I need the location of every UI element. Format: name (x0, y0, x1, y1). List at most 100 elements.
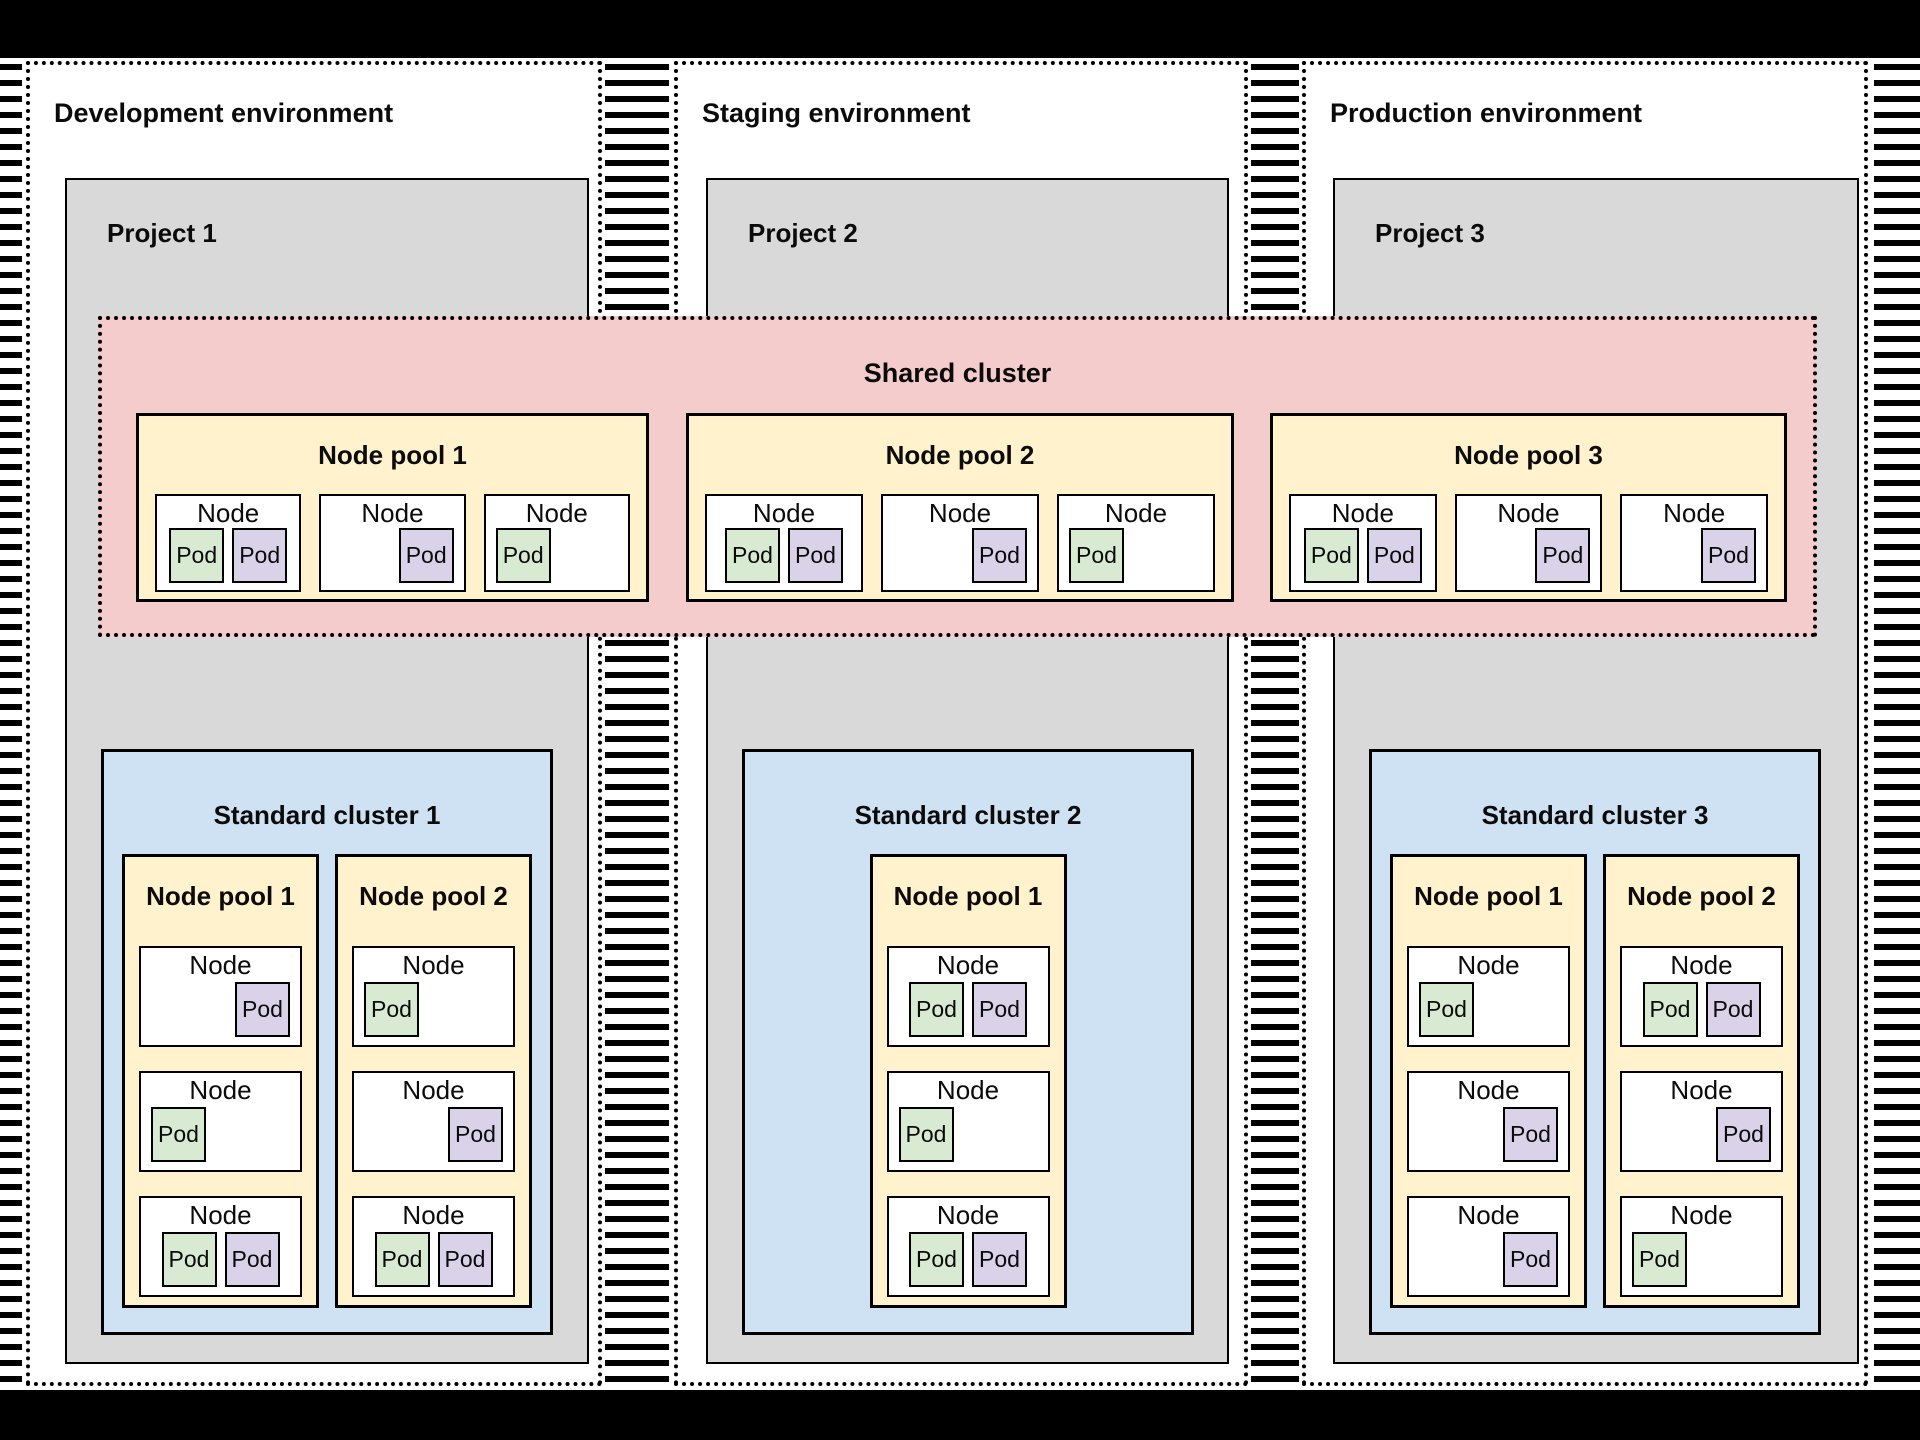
node-pool-title: Node pool 1 (318, 440, 467, 470)
environment-title: Production environment (1330, 98, 1643, 128)
pod-box-green: Pod (1303, 528, 1359, 583)
pod-box-purple: Pod (788, 528, 843, 583)
pod-box-purple: Pod (1701, 528, 1757, 583)
node-label: Node (525, 498, 588, 528)
pods-row: Pod (151, 982, 290, 1037)
pod-box-green: Pod (1069, 528, 1124, 583)
pod-box-purple: Pod (1535, 528, 1591, 583)
node-pool-title: Node pool 2 (885, 440, 1035, 470)
pods-row: Pod (1467, 528, 1591, 583)
pod-box-purple: Pod (1705, 982, 1761, 1037)
project-title: Project 3 (1375, 218, 1485, 248)
pod-box-green: Pod (1632, 1232, 1687, 1287)
node-label: Node (1663, 498, 1726, 528)
pod-box-purple: Pod (398, 528, 454, 583)
node-pool-title: Node pool 3 (1454, 440, 1603, 470)
pod-box-purple: Pod (1366, 528, 1422, 583)
pod-box-purple: Pod (972, 1232, 1027, 1287)
node-pool-title: Node pool 2 (1627, 881, 1776, 911)
node-pool-title: Node pool 1 (893, 881, 1043, 911)
pod-box-green: Pod (364, 982, 419, 1037)
node-label: Node (1104, 498, 1168, 528)
node-label: Node (1331, 498, 1394, 528)
node-label: Node (1457, 1200, 1520, 1230)
pods-row: Pod (1632, 1232, 1771, 1287)
hatched-divider-left-edge (0, 64, 22, 1384)
node-label: Node (936, 1075, 1000, 1105)
hatched-divider-dev-staging (605, 64, 669, 1384)
node-label: Node (402, 1200, 465, 1230)
node-label: Node (1670, 1200, 1733, 1230)
node-pool-title: Node pool 1 (1414, 881, 1563, 911)
node-label: Node (1670, 1075, 1733, 1105)
pod-box-green: Pod (151, 1107, 206, 1162)
pod-box-purple: Pod (972, 528, 1027, 583)
pod-box-purple: Pod (224, 1232, 280, 1287)
node-label: Node (1670, 950, 1733, 980)
pod-box-purple: Pod (1716, 1107, 1771, 1162)
node-label: Node (752, 498, 816, 528)
node-label: Node (197, 498, 260, 528)
standard-cluster-title: Standard cluster 2 (854, 800, 1082, 830)
environment-title: Development environment (54, 98, 394, 128)
pods-row: Pod (364, 982, 503, 1037)
pods-row: Pod (495, 528, 618, 583)
node-label: Node (1457, 950, 1520, 980)
shared-cluster-title: Shared cluster (863, 358, 1052, 388)
pods-row: Pod (893, 528, 1027, 583)
project-title: Project 1 (107, 218, 217, 248)
pod-box-purple: Pod (972, 982, 1027, 1037)
node-label: Node (1497, 498, 1560, 528)
pod-box-green: Pod (495, 528, 551, 583)
pod-box-purple: Pod (235, 982, 290, 1037)
project-title: Project 2 (748, 218, 858, 248)
node-pool-title: Node pool 1 (146, 881, 295, 911)
pods-row: Pod (1632, 528, 1757, 583)
pods-row: Pod (1419, 982, 1558, 1037)
node-label: Node (189, 1075, 252, 1105)
pods-row: Pod (1069, 528, 1203, 583)
pod-box-green: Pod (161, 1232, 217, 1287)
pods-row: Pod (151, 1107, 290, 1162)
pod-box-green: Pod (725, 528, 780, 583)
pod-box-purple: Pod (232, 528, 288, 583)
node-label: Node (402, 950, 465, 980)
node-label: Node (402, 1075, 465, 1105)
